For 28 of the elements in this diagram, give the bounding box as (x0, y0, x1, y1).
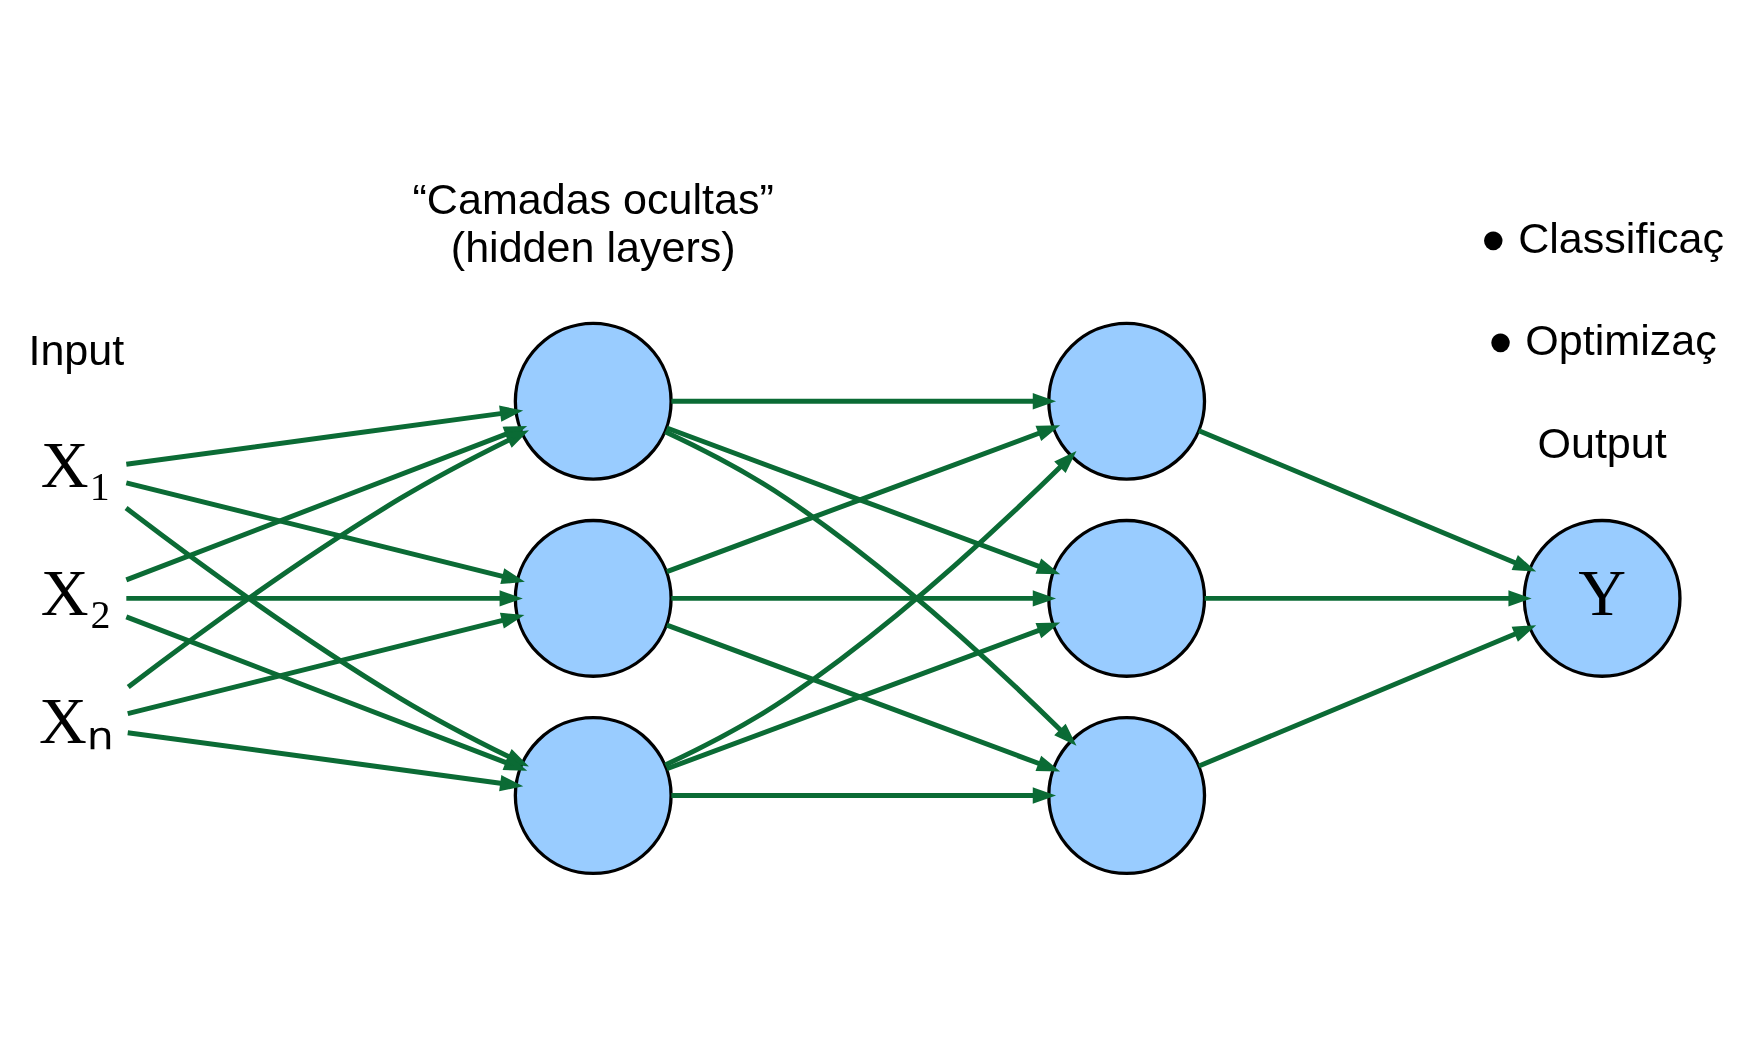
arrow (126, 589, 523, 606)
arrow (671, 786, 1057, 804)
node-circle (513, 715, 673, 875)
node-text: X₂ (40, 555, 112, 629)
label: ● Optimizaç (1487, 315, 1717, 364)
arrow (671, 589, 1057, 606)
label: Input (28, 325, 125, 374)
arrow (1198, 624, 1537, 768)
node-circle (513, 321, 673, 481)
arrow (1204, 589, 1532, 606)
arrow (671, 392, 1057, 409)
arrow (127, 729, 524, 791)
node-circle: Y (1522, 518, 1682, 678)
arrow (666, 622, 1061, 771)
node-circle (513, 518, 673, 678)
node-circle (1047, 518, 1207, 678)
arrow (127, 612, 525, 716)
label: Output (1537, 418, 1667, 467)
arrow (125, 479, 525, 584)
label: ● Classificaç (1480, 213, 1724, 262)
arrow (1198, 427, 1537, 572)
node-text: Xₙ (38, 683, 114, 756)
arrow (126, 429, 529, 689)
node-circle (1047, 321, 1207, 481)
node-circle (1047, 715, 1207, 875)
node-text: X₁ (40, 427, 112, 501)
arrow (126, 405, 524, 467)
label: “Camadas ocultas” (hidden layers) (412, 174, 774, 271)
